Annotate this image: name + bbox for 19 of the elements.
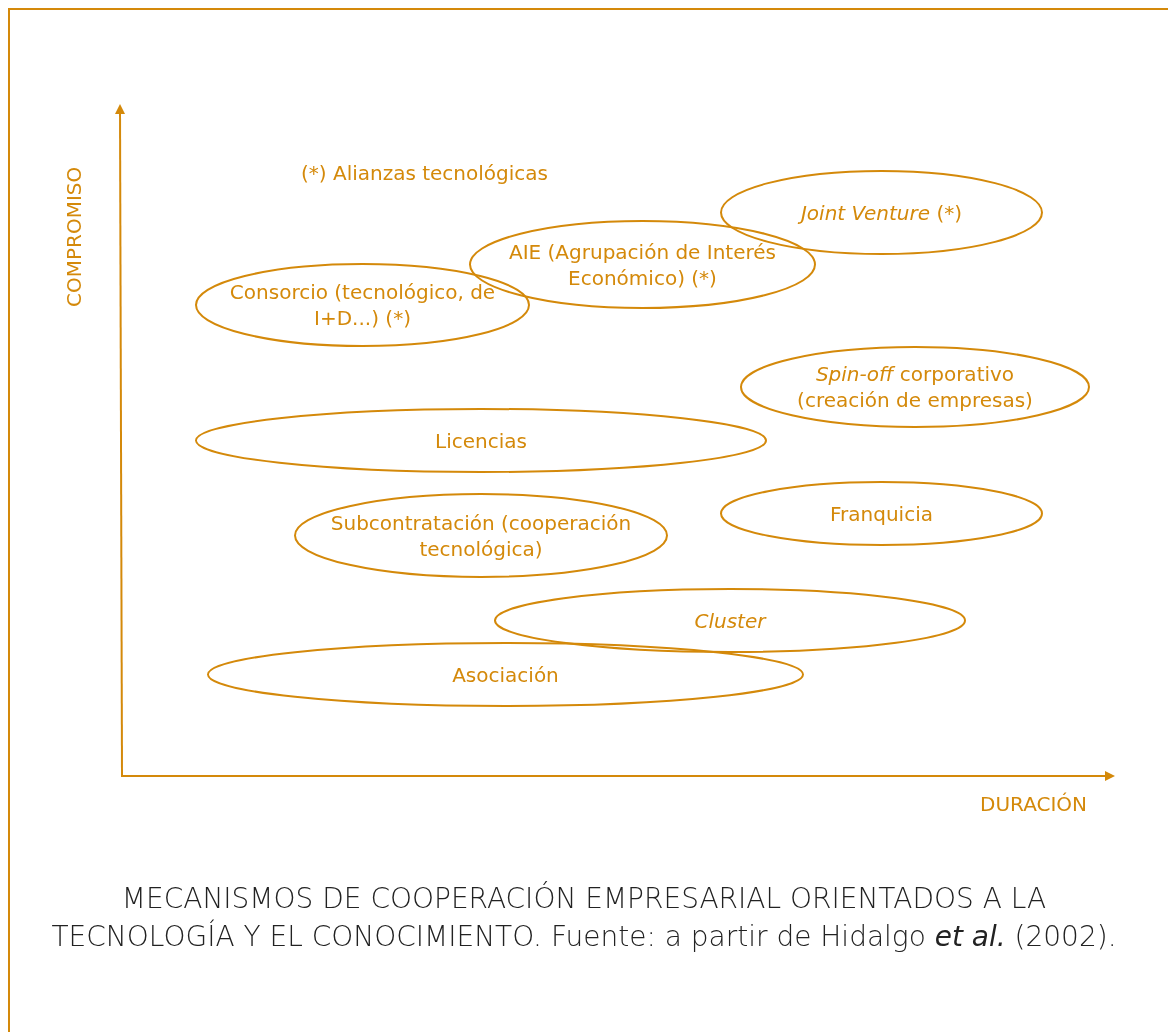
node-label: Licencias: [435, 427, 527, 454]
node-label: AIE (Agrupación de Interés Económico) (*): [508, 238, 777, 291]
note: (*) Alianzas tecnológicas: [301, 161, 548, 185]
ellipse-node: [195, 263, 530, 347]
ellipse-node: [294, 493, 668, 578]
node-label: Asociación: [452, 661, 559, 688]
ellipse-node: [720, 481, 1043, 546]
ellipse-node: [195, 408, 767, 473]
node-label: Spin-off corporativo (creación de empresas): [796, 361, 1034, 413]
node-label: Consorcio (tecnológico, de I+D...) (*): [228, 279, 497, 331]
ellipse-node: [740, 346, 1090, 428]
axis-title: DURACIÓN: [980, 792, 1088, 816]
caption: MECANISMOS DE COOPERACIÓN EMPRESARIAL ORIENTADOS A LA TECNOLOGÍA Y EL CONOCIMIENTO. Fuente: a partir de Hidalgo et al. (2002).: [50, 880, 1118, 955]
node-label: Cluster: [694, 607, 766, 634]
node-label: Subcontratación (cooperación tecnológica): [329, 509, 633, 562]
axis-title: COMPROMISO: [62, 166, 86, 307]
ellipse-node: [494, 588, 966, 653]
node-label: Franquicia: [830, 500, 933, 527]
ellipse-node: [207, 642, 804, 707]
